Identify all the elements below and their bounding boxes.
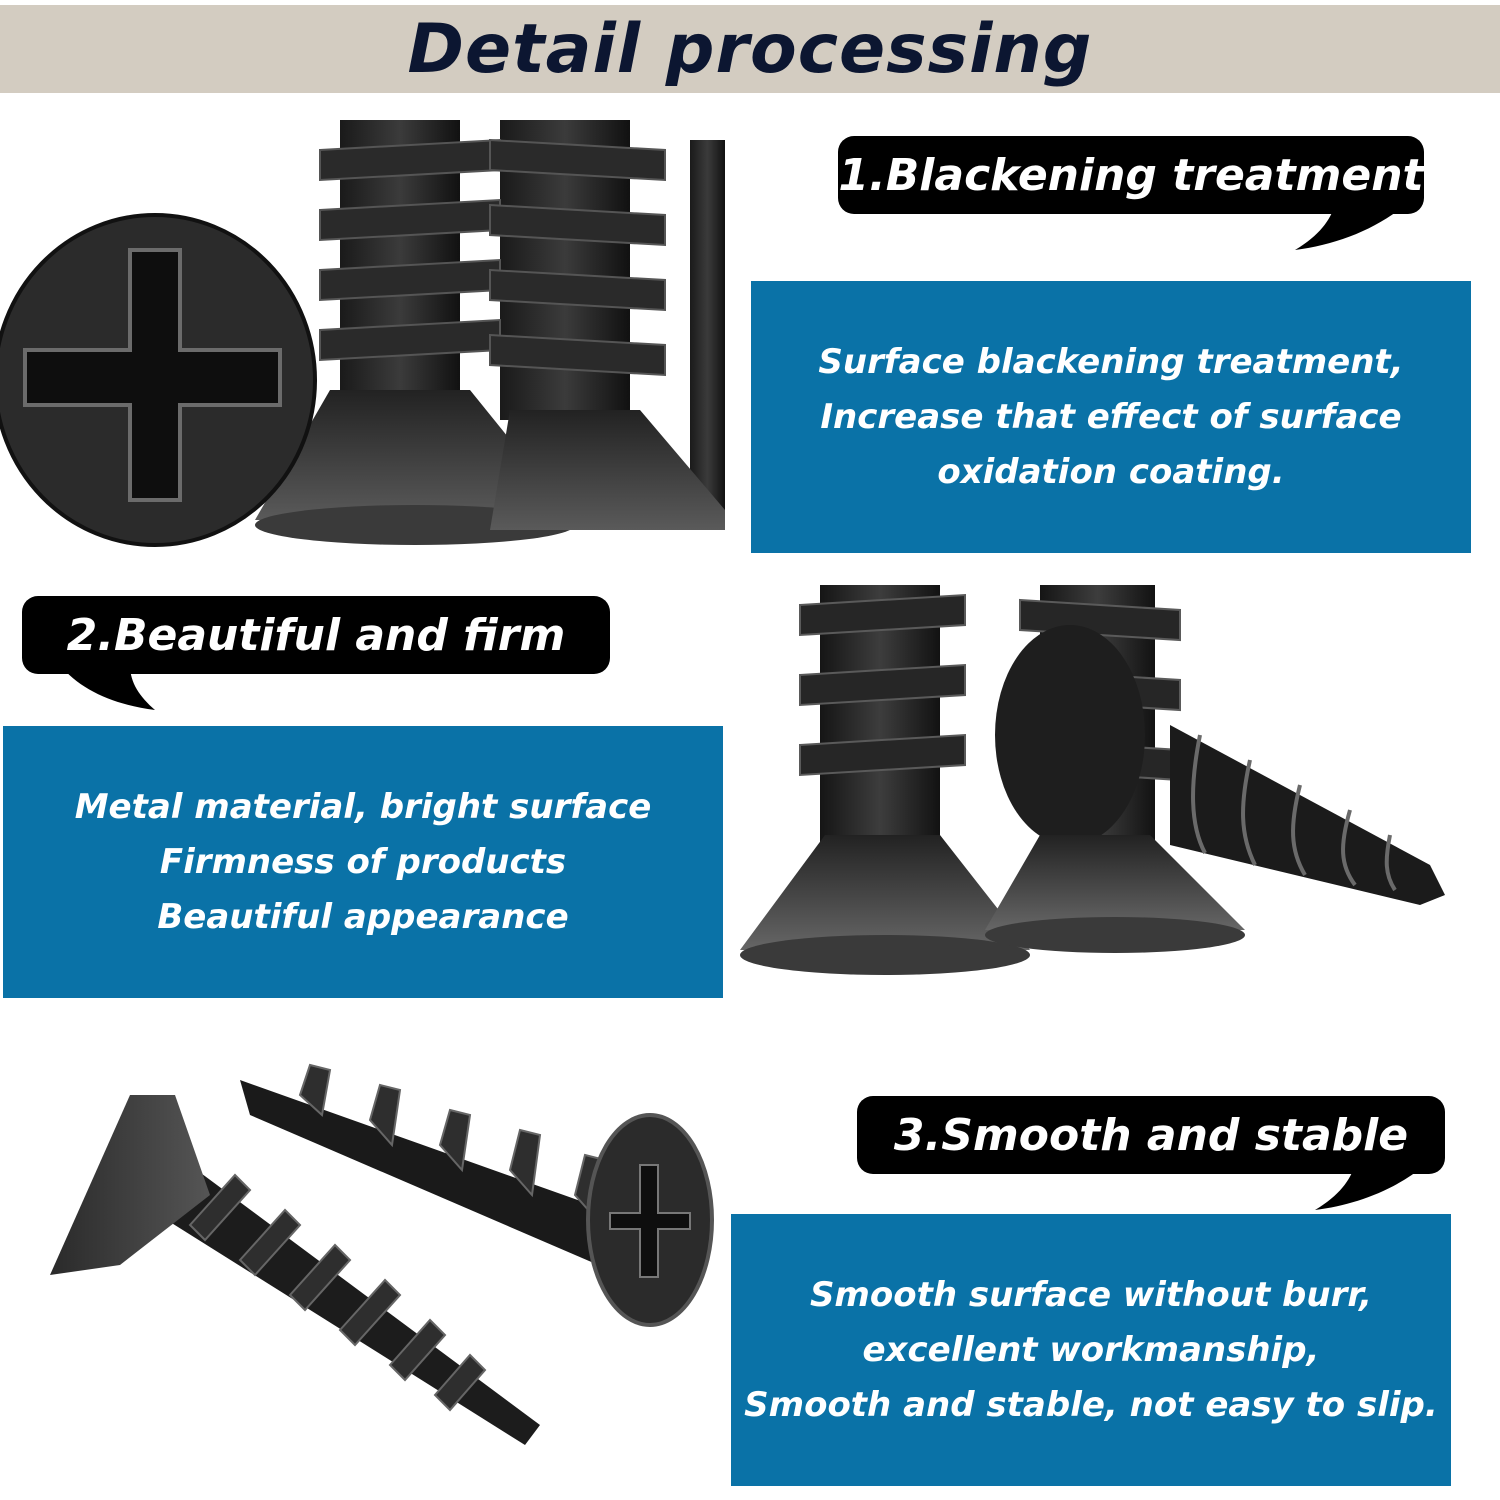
section-1-line-2: Increase that effect of surface bbox=[820, 396, 1402, 437]
section-2-line-3: Beautiful appearance bbox=[157, 896, 569, 937]
section-2-description-panel: Metal material, bright surface Firmness … bbox=[3, 726, 723, 998]
section-2-line-2: Firmness of products bbox=[159, 841, 567, 882]
section-3-title-bubble: 3.Smooth and stable bbox=[857, 1096, 1445, 1174]
header-bar: Detail processing bbox=[0, 5, 1500, 93]
section-3-description-panel: Smooth surface without burr, excellent w… bbox=[731, 1214, 1451, 1486]
section-3-line-3: Smooth and stable, not easy to slip. bbox=[744, 1384, 1438, 1425]
section-1-title: 1.Blackening treatment bbox=[838, 149, 1424, 201]
section-1-line-1: Surface blackening treatment, bbox=[818, 341, 1404, 382]
section-2-title: 2.Beautiful and firm bbox=[66, 609, 566, 661]
section-2-line-1: Metal material, bright surface bbox=[74, 786, 652, 827]
section-1-bubble-tail bbox=[1295, 205, 1405, 250]
section-1-line-3: oxidation coating. bbox=[937, 451, 1285, 492]
section-3-title: 3.Smooth and stable bbox=[893, 1109, 1409, 1161]
screws-photo-lying bbox=[40, 1055, 720, 1455]
screws-photo-standing bbox=[740, 585, 1460, 995]
section-3-bubble-tail bbox=[1315, 1165, 1425, 1210]
section-3-line-1: Smooth surface without burr, bbox=[809, 1274, 1373, 1315]
section-1-title-bubble: 1.Blackening treatment bbox=[838, 136, 1424, 214]
section-2-title-bubble: 2.Beautiful and firm bbox=[22, 596, 610, 674]
section-3-line-2: excellent workmanship, bbox=[862, 1329, 1320, 1370]
screws-photo-closeup bbox=[0, 120, 725, 560]
section-1-description-panel: Surface blackening treatment, Increase t… bbox=[751, 281, 1471, 553]
section-2-bubble-tail bbox=[60, 665, 155, 710]
page-title: Detail processing bbox=[407, 9, 1093, 89]
